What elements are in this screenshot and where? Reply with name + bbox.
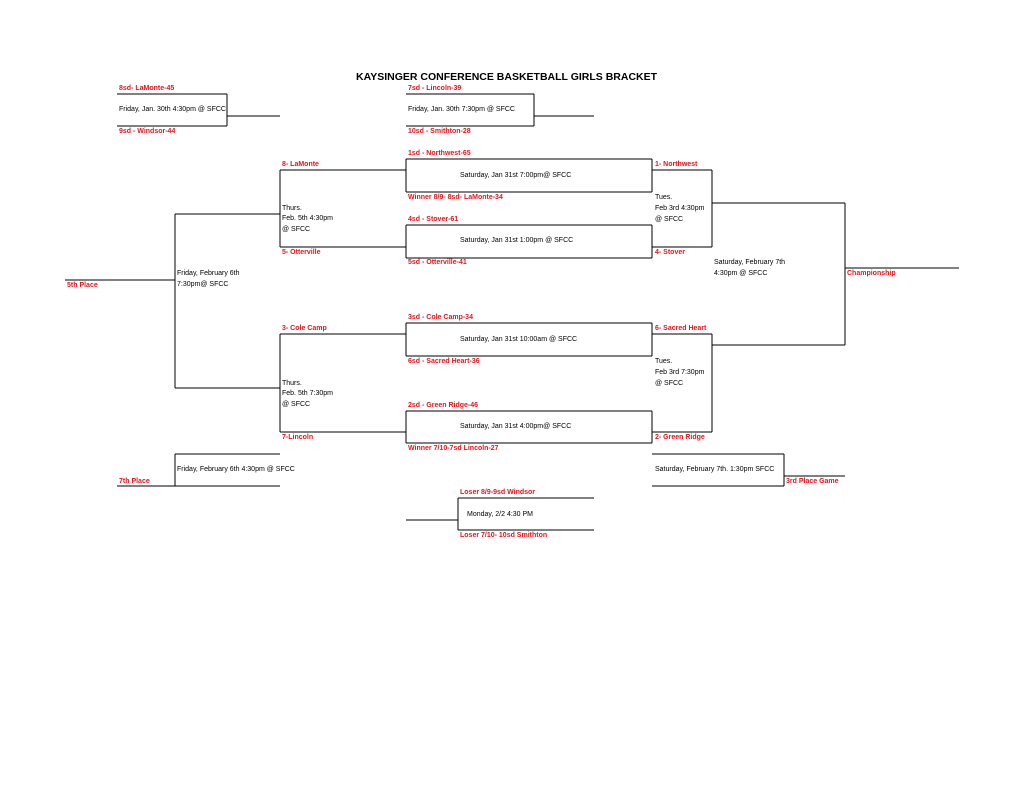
team-label-loser-710: Loser 7/10- 10sd Smithton (460, 532, 548, 539)
team-label-stover: 4sd - Stover-61 (408, 216, 459, 223)
game-time-line: 4:30pm @ SFCC (714, 270, 768, 277)
game-time-line: Feb 3rd 7:30pm (655, 369, 705, 376)
game-time-line: @ SFCC (655, 216, 684, 223)
team-label-r2-northwest: 1- Northwest (655, 161, 698, 168)
game-time: Saturday, Jan 31st 7:00pm@ SFCC (460, 172, 572, 179)
game-time-line: Saturday, February 7th (714, 259, 786, 266)
team-label-lamonte: 8sd- LaMonte-45 (119, 85, 175, 92)
game-time-line: Feb. 5th 7:30pm (282, 390, 333, 397)
team-label-r2-otterville: 5- Otterville (282, 249, 321, 256)
team-label-winner-710: Winner 7/10-7sd Lincoln-27 (408, 445, 499, 452)
team-label-winner-89: Winner 8/9- 8sd- LaMonte-34 (408, 194, 503, 201)
team-label-loser-89: Loser 8/9-9sd Windsor (460, 489, 536, 496)
game-time: Saturday, Jan 31st 10:00am @ SFCC (460, 336, 578, 343)
team-label-lincoln: 7sd - Lincoln-39 (408, 85, 462, 92)
game-time: Saturday, February 7th. 1:30pm SFCC (655, 466, 775, 473)
team-label-northwest: 1sd - Northwest-65 (408, 150, 471, 157)
place-label-seventh: 7th Place (119, 478, 150, 485)
team-label-otterville: 5sd - Otterville-41 (408, 259, 467, 266)
game-time-line: Thurs. (282, 205, 302, 212)
game-time: Friday, February 6th 4:30pm @ SFCC (177, 466, 295, 473)
team-label-r2-sacredheart: 6- Sacred Heart (655, 325, 707, 332)
game-time-line: @ SFCC (655, 380, 684, 387)
place-label-third: 3rd Place Game (786, 478, 839, 485)
page-title: KAYSINGER CONFERENCE BASKETBALL GIRLS BR… (356, 71, 658, 83)
game-time: Friday, Jan. 30th 7:30pm @ SFCC (408, 106, 515, 113)
game-time-line: Feb. 5th 4:30pm (282, 215, 333, 222)
place-label-championship: Championship (847, 270, 896, 277)
game-time: Friday, Jan. 30th 4:30pm @ SFCC (119, 106, 226, 113)
team-label-r2-stover: 4- Stover (655, 249, 685, 256)
game-time-line: @ SFCC (282, 226, 311, 233)
game-time-line: 7:30pm@ SFCC (177, 281, 229, 288)
team-label-smithton: 10sd - Smithton-28 (408, 128, 471, 135)
team-label-sacredheart: 6sd - Sacred Heart-36 (408, 358, 480, 365)
game-time: Saturday, Jan 31st 4:00pm@ SFCC (460, 423, 572, 430)
team-label-r2-colecamp: 3- Cole Camp (282, 325, 327, 332)
game-time-line: @ SFCC (282, 401, 311, 408)
team-label-colecamp: 3sd - Cole Camp-34 (408, 314, 473, 321)
team-label-r2-lamonte: 8- LaMonte (282, 161, 319, 168)
team-label-r2-lincoln: 7-Lincoln (282, 434, 314, 441)
game-time-line: Feb 3rd 4:30pm (655, 205, 705, 212)
place-label-fifth: 5th Place (67, 282, 98, 289)
game-time-line: Friday, February 6th (177, 270, 240, 277)
team-label-r2-greenridge: 2- Green Ridge (655, 434, 705, 441)
game-time: Monday, 2/2 4:30 PM (467, 511, 534, 518)
game-time: Saturday, Jan 31st 1:00pm @ SFCC (460, 237, 574, 244)
team-label-windsor: 9sd - Windsor-44 (119, 128, 176, 135)
team-label-greenridge: 2sd - Green Ridge-46 (408, 402, 479, 409)
game-time-line: Thurs. (282, 380, 302, 387)
game-time-line: Tues. (655, 194, 673, 201)
game-time-line: Tues. (655, 358, 673, 365)
